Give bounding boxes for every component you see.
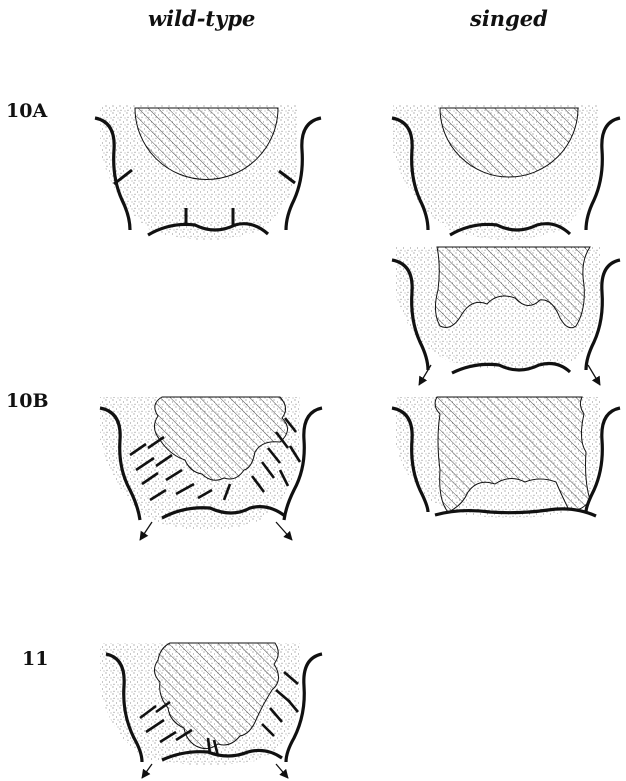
arrow-icon bbox=[419, 365, 431, 385]
panel-10a-singed bbox=[392, 105, 620, 240]
arrow-icon bbox=[276, 764, 288, 778]
arrow-icon bbox=[142, 764, 152, 778]
arrow-icon bbox=[140, 522, 152, 540]
panel-11-wild-type bbox=[100, 643, 322, 778]
arrow-icon bbox=[276, 522, 292, 540]
panel-10b-singed-upper bbox=[392, 247, 620, 385]
panel-10b-wild-type bbox=[100, 397, 322, 540]
panel-10a-wild-type bbox=[95, 105, 321, 240]
panel-10b-singed-lower bbox=[392, 397, 620, 518]
arrow-icon bbox=[588, 365, 600, 385]
